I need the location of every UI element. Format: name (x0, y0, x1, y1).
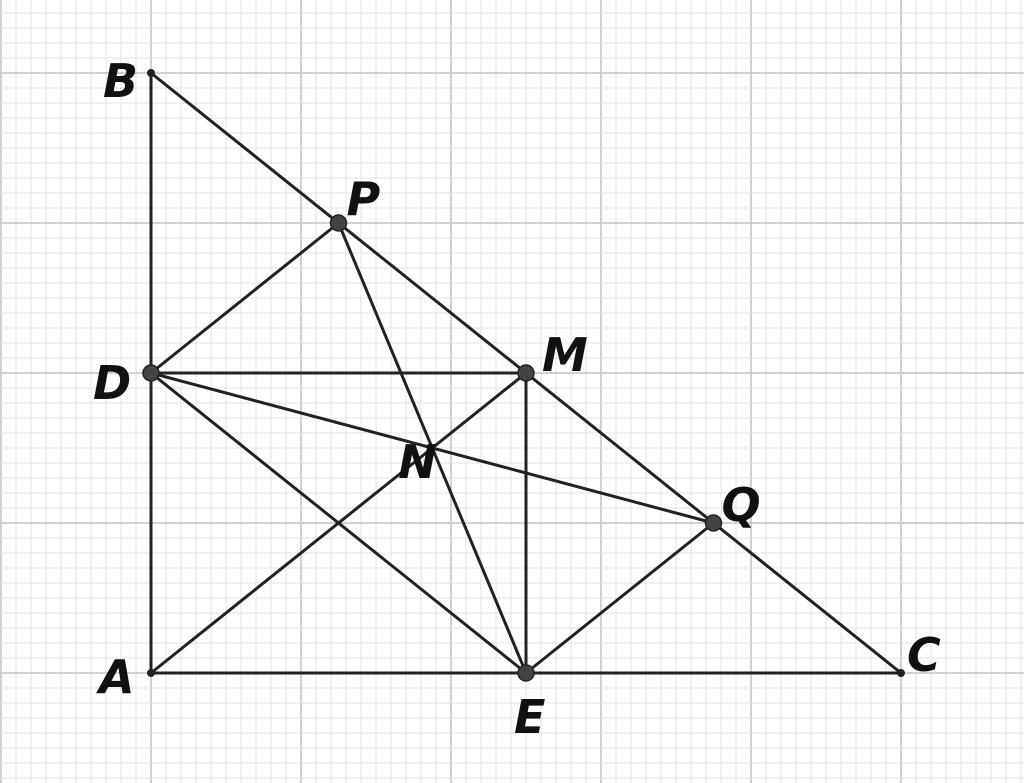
point-A (147, 669, 155, 677)
label-Q: Q (722, 478, 761, 532)
label-P: P (347, 172, 381, 226)
points (142, 69, 905, 682)
point-D (142, 364, 160, 382)
label-E: E (514, 690, 545, 744)
point-C (897, 669, 905, 677)
label-A: A (96, 650, 135, 704)
segment-EQ (524, 521, 715, 675)
point-P (329, 214, 348, 232)
segment-DP (149, 221, 340, 375)
label-B: B (103, 54, 138, 108)
label-M: M (542, 328, 588, 382)
point-M (517, 364, 535, 382)
point-Q (704, 514, 723, 532)
label-N: N (398, 435, 437, 489)
segment-AM (149, 371, 528, 675)
segment-DQ (149, 371, 715, 525)
point-B (147, 69, 155, 77)
label-C: C (907, 628, 941, 682)
point-labels: A B C D E M N P Q (93, 54, 941, 744)
point-E (517, 664, 535, 682)
label-D: D (93, 356, 131, 410)
